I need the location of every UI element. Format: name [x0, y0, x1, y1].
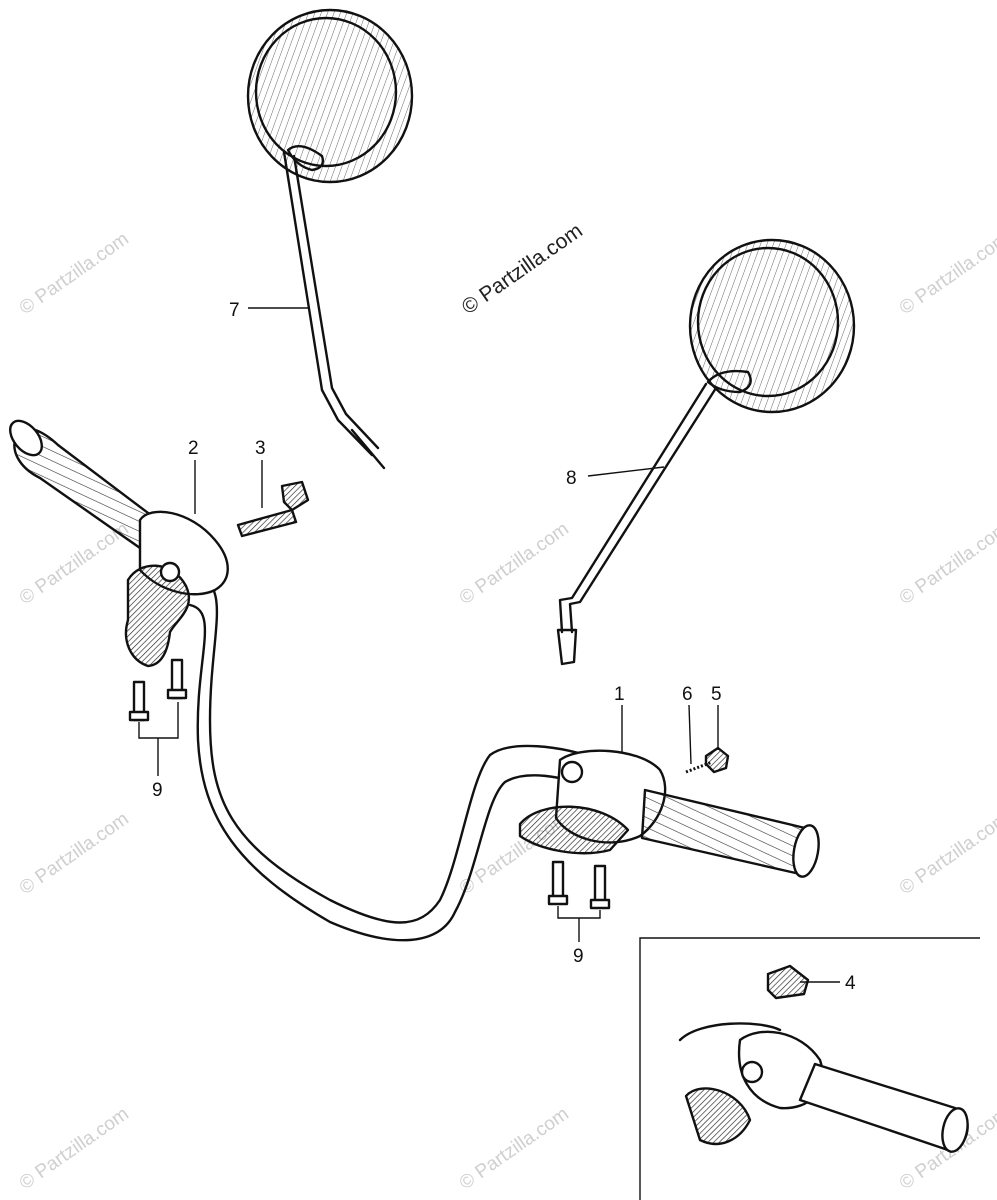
watermark-main: © Partzilla.com: [458, 219, 587, 319]
watermark-tile: © Partzilla.com: [16, 228, 133, 319]
bolts-part-9-left: [128, 658, 188, 722]
callout-8: 8: [566, 468, 577, 489]
watermark-tile: © Partzilla.com: [456, 1103, 573, 1194]
watermark-tile: © Partzilla.com: [896, 228, 997, 319]
watermark-tile: © Partzilla.com: [896, 808, 997, 899]
watermark-tile: © Partzilla.com: [896, 518, 997, 609]
callout-7: 7: [229, 300, 240, 321]
callout-9-right: 9: [573, 946, 584, 967]
throttle-stop-part-3: [236, 480, 310, 538]
bolts-part-9-right: [547, 860, 611, 910]
callout-2: 2: [188, 438, 199, 459]
callout-3: 3: [255, 438, 266, 459]
watermark-tile: © Partzilla.com: [16, 1103, 133, 1194]
callout-5: 5: [711, 684, 722, 705]
watermark-tile: © Partzilla.com: [16, 808, 133, 899]
left-mirror-part-7: [246, 8, 414, 470]
inset-detail: [639, 937, 980, 1200]
callout-1: 1: [614, 684, 625, 705]
right-mirror-part-8: [556, 238, 856, 666]
watermark-tile: © Partzilla.com: [456, 518, 573, 609]
nut-part-5: [704, 746, 730, 774]
callout-6: 6: [682, 684, 693, 705]
callouts: 1 2 3 4 5 6 7 8 9 9: [152, 300, 856, 994]
watermark-tiles: © Partzilla.com © Partzilla.com © Partzi…: [16, 228, 997, 1194]
handlebar-tube: [188, 573, 602, 942]
left-grip-assembly-part-2: [8, 419, 229, 668]
leader-lines: [138, 307, 840, 983]
callout-4: 4: [845, 973, 856, 994]
callout-9-left: 9: [152, 780, 163, 801]
right-grip-assembly-part-1: [518, 749, 820, 878]
screw-part-6: [685, 760, 713, 774]
